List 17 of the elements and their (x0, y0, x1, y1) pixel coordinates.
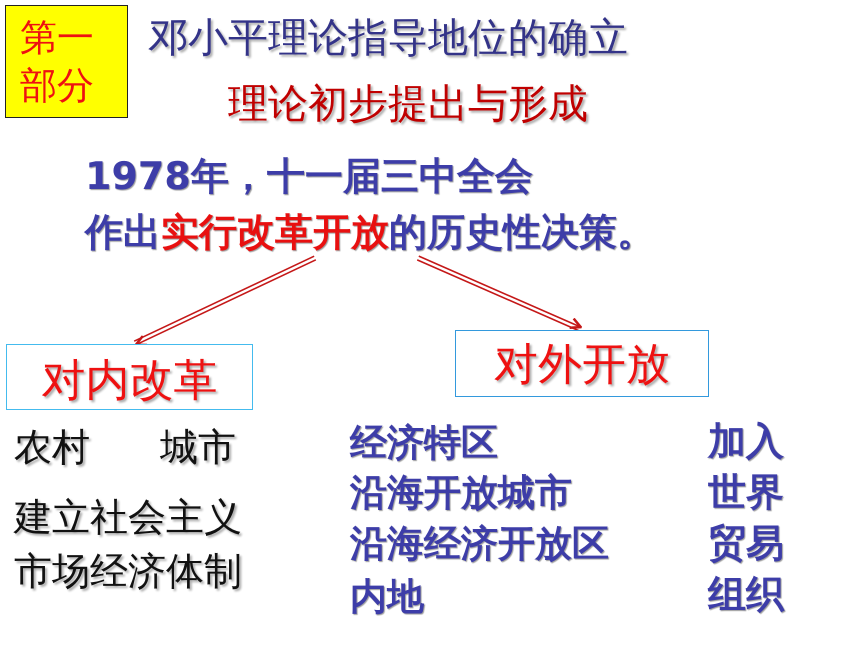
arrow (416, 255, 582, 332)
text-label: 农村 (14, 424, 90, 471)
list-item: 沿海经济开放区 (350, 521, 609, 567)
list-item: 经济特区 (350, 420, 498, 466)
arrow (133, 255, 317, 346)
text-label: 加入世界贸易组织 (708, 418, 786, 618)
subtitle: 理论初步提出与形成 (228, 80, 588, 129)
section-box: 第一部分 (5, 5, 128, 118)
statement-text: 作出实行改革开放的历史性决策。 (85, 209, 656, 256)
statement-text: 1978年，十一届三中全会 (85, 153, 534, 200)
list-item: 内地 (350, 574, 424, 620)
text-label: 城市 (160, 424, 236, 471)
title: 邓小平理论指导地位的确立 (148, 14, 628, 63)
text-label: 建立社会主义市场经济体制 (14, 494, 243, 595)
text-box: 对外开放 (455, 330, 709, 397)
text-box: 对内改革 (6, 344, 253, 410)
list-item: 沿海开放城市 (350, 470, 572, 516)
